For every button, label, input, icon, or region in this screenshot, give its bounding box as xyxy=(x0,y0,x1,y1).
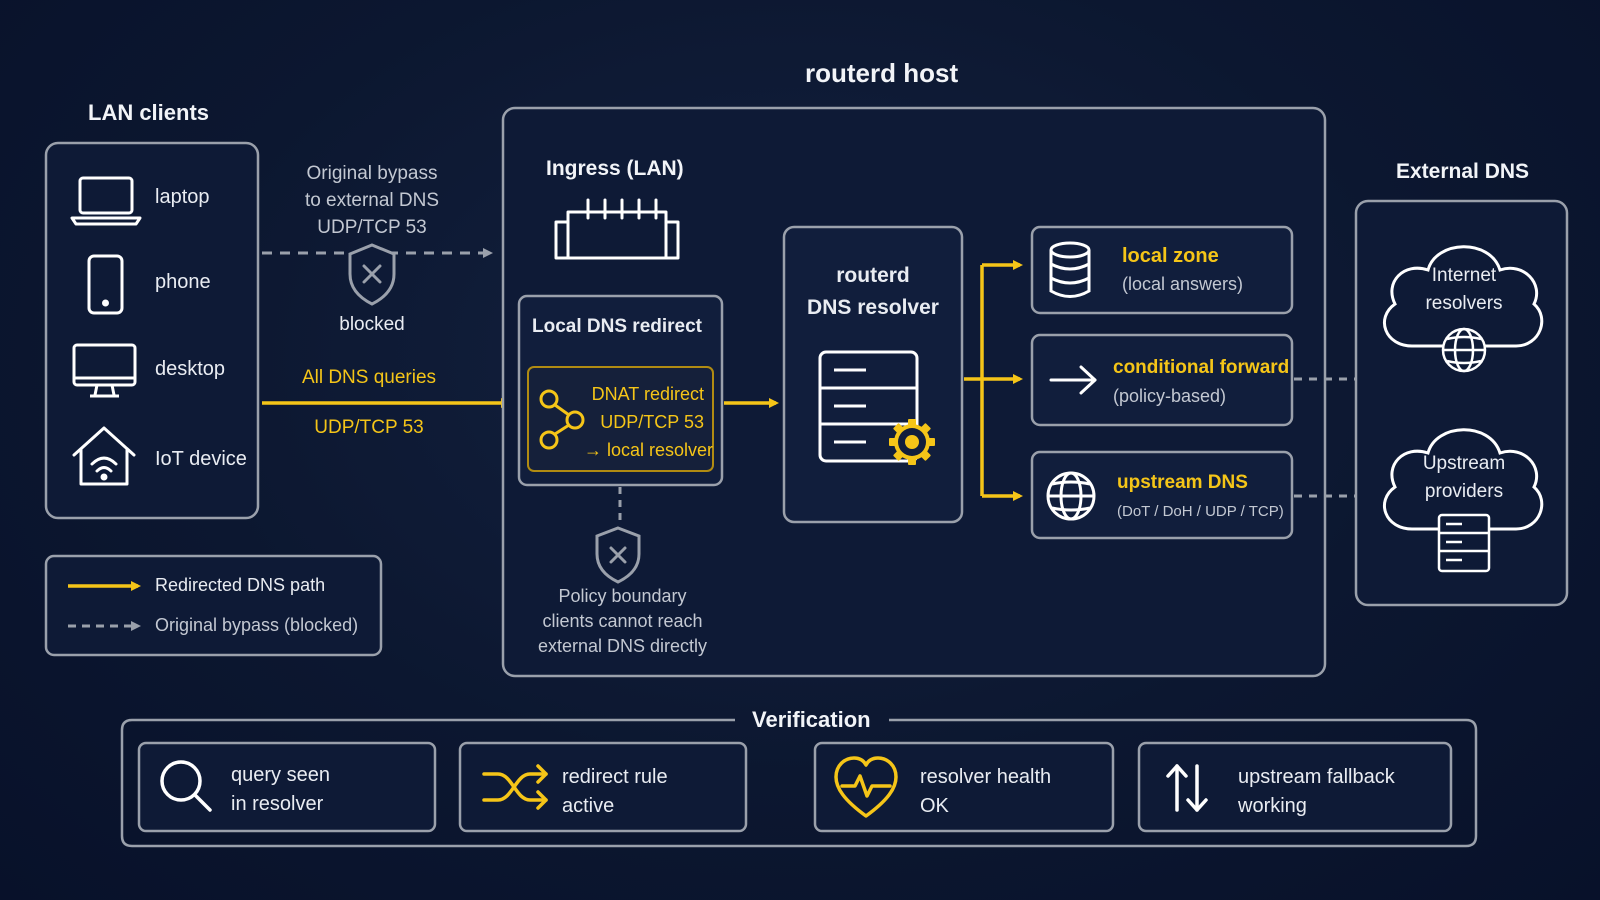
desktop-monitor-icon xyxy=(72,343,137,398)
bypass-label: Original bypass to external DNS UDP/TCP … xyxy=(292,160,452,241)
policy-line3: external DNS directly xyxy=(537,636,708,656)
internet-resolvers-cloud xyxy=(1383,245,1544,348)
upstream-providers-label: Upstream providers xyxy=(1409,450,1519,506)
routerd-host-title: routerd host xyxy=(805,58,959,88)
dnat-inner-box xyxy=(527,366,714,472)
policy-line1: Policy boundary xyxy=(558,586,687,606)
cloud1-line1: Internet xyxy=(1431,265,1497,286)
providers-server-icon xyxy=(1437,513,1491,573)
verify-card-upstream-fallback xyxy=(1137,741,1453,833)
verification-frame xyxy=(120,718,1478,848)
verify-health-line1: resolver health xyxy=(920,766,1052,788)
policy-line2: clients cannot reach xyxy=(542,611,703,631)
conditional-forward-box xyxy=(1030,333,1294,427)
resolver-branch-arrows xyxy=(964,260,1023,501)
resolver-title: routerd DNS resolver xyxy=(784,260,962,324)
ingress-title: Ingress (LAN) xyxy=(546,157,684,180)
legend-redirected-label: Redirected DNS path xyxy=(155,575,326,595)
upstream-dns-box xyxy=(1030,450,1294,540)
internet-globe-icon xyxy=(1441,327,1487,373)
verify-query-text: query seen in resolver xyxy=(231,761,330,819)
globe-icon xyxy=(1046,471,1096,521)
verify-redirect-line2: active xyxy=(562,795,615,817)
legend-bypass-label: Original bypass (blocked) xyxy=(155,615,359,635)
external-dns-title: External DNS xyxy=(1396,160,1530,183)
upstream-providers-cloud xyxy=(1383,428,1544,531)
bypass-line3: UDP/TCP 53 xyxy=(317,217,427,238)
verify-health-line2: OK xyxy=(920,795,949,817)
resolver-line1: routerd xyxy=(836,264,910,287)
verify-fallback-text: upstream fallback working xyxy=(1238,763,1395,821)
client-label-laptop: laptop xyxy=(155,186,210,208)
legend-box xyxy=(44,554,383,657)
database-icon xyxy=(1049,241,1091,298)
up-down-arrows-icon xyxy=(1166,764,1208,812)
iot-home-wifi-icon xyxy=(72,426,136,486)
heart-pulse-icon xyxy=(834,756,898,818)
redirect-path-port: UDP/TCP 53 xyxy=(314,417,424,438)
redirect-share-icon xyxy=(539,389,585,450)
internet-resolvers-label: Internet resolvers xyxy=(1409,262,1519,318)
bypass-line1: Original bypass xyxy=(306,163,438,184)
local-zone-sub: (local answers) xyxy=(1122,274,1244,294)
lan-clients-box xyxy=(44,141,260,520)
verify-card-resolver-health xyxy=(813,741,1115,833)
dnat-line2: UDP/TCP 53 xyxy=(600,412,704,432)
conditional-forward-title: conditional forward xyxy=(1113,357,1290,378)
dnat-line3: → local resolver xyxy=(584,440,714,460)
laptop-icon xyxy=(70,176,142,226)
upstream-dns-title: upstream DNS xyxy=(1117,472,1248,493)
arrow-right-icon xyxy=(1049,365,1097,395)
dnat-text: DNAT redirect UDP/TCP 53 → local resolve… xyxy=(584,380,714,464)
cloud1-line2: resolvers xyxy=(1425,293,1503,314)
policy-shield-icon xyxy=(595,526,641,584)
client-label-desktop: desktop xyxy=(155,358,226,380)
blocked-shield-icon xyxy=(348,243,396,306)
local-redirect-title: Local DNS redirect xyxy=(532,316,702,337)
verify-query-line2: in resolver xyxy=(231,793,324,815)
verify-health-text: resolver health OK xyxy=(920,763,1051,821)
verify-query-line1: query seen xyxy=(231,764,330,786)
blocked-label: blocked xyxy=(339,314,405,335)
policy-boundary-label: Policy boundary clients cannot reach ext… xyxy=(520,584,725,659)
verify-redirect-text: redirect rule active xyxy=(562,763,668,821)
cloud2-line2: providers xyxy=(1424,481,1504,502)
conditional-forward-sub: (policy-based) xyxy=(1113,386,1227,406)
shuffle-icon xyxy=(482,764,548,810)
dnat-line1: DNAT redirect xyxy=(591,384,704,404)
local-zone-box xyxy=(1030,225,1294,315)
redirect-path-label: All DNS queries xyxy=(301,367,437,388)
phone-icon xyxy=(87,254,124,315)
external-dns-box xyxy=(1354,199,1569,607)
server-gear-icon xyxy=(818,350,935,465)
verify-fallback-line2: working xyxy=(1238,795,1307,817)
verify-fallback-line1: upstream fallback xyxy=(1238,766,1395,788)
client-label-iot: IoT device xyxy=(155,448,247,470)
verify-card-redirect-rule xyxy=(458,741,748,833)
resolver-line2: DNS resolver xyxy=(807,296,939,319)
upstream-dns-sub: (DoT / DoH / UDP / TCP) xyxy=(1117,503,1284,520)
ethernet-port-icon xyxy=(554,198,680,260)
search-icon xyxy=(160,760,212,812)
client-label-phone: phone xyxy=(155,271,211,293)
cloud2-line1: Upstream xyxy=(1422,453,1506,474)
verify-redirect-line1: redirect rule xyxy=(562,766,668,788)
bypass-line2: to external DNS xyxy=(304,190,440,211)
local-zone-title: local zone xyxy=(1122,245,1219,267)
verify-card-query-seen xyxy=(137,741,437,833)
lan-clients-title: LAN clients xyxy=(88,100,210,125)
verification-title: Verification xyxy=(752,707,871,732)
